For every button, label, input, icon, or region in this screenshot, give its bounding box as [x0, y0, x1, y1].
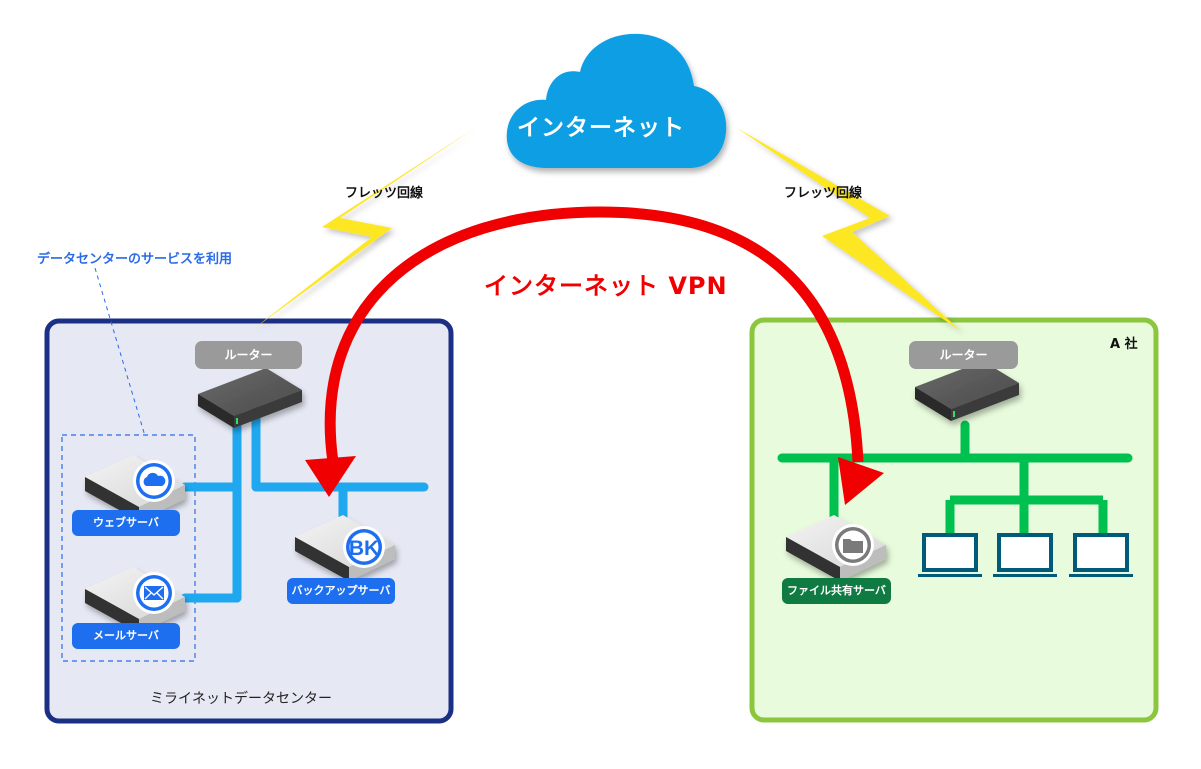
backup-server-badge: BK — [343, 526, 385, 568]
client-laptop-1 — [918, 533, 982, 577]
file-server-label: ファイル共有サーバ — [782, 578, 891, 604]
folder-icon — [843, 539, 863, 553]
vpn-arrowhead-right — [838, 457, 884, 505]
web-server-badge — [133, 460, 175, 502]
client-laptop-2 — [993, 533, 1057, 577]
vpn-label: インターネット VPN — [484, 272, 728, 300]
right-bolt-icon — [737, 128, 962, 332]
company-router-icon — [915, 361, 1019, 421]
datacenter-router-icon — [198, 368, 302, 428]
backup-server-label: バックアップサーバ — [287, 578, 395, 604]
mail-server-label: メールサーバ — [72, 623, 180, 649]
left-line-label: フレッツ回線 — [345, 186, 424, 201]
backup-icon: BK — [349, 537, 379, 560]
mail-icon — [144, 586, 164, 600]
client-laptop-3 — [1069, 533, 1133, 577]
internet-label: インターネット — [517, 115, 685, 141]
datacenter-note: データセンターのサービスを利用 — [37, 252, 233, 267]
datacenter-service-group — [61, 434, 196, 662]
datacenter-name: ミライネットデータセンター — [150, 691, 332, 707]
datacenter-network — [180, 405, 429, 603]
company-name: A 社 — [1110, 337, 1138, 352]
vpn-arrowhead-left — [305, 456, 356, 497]
file-server-badge — [832, 524, 874, 566]
internet-cloud — [506, 33, 727, 169]
vpn-arc — [324, 206, 864, 463]
company-router-label: ルーター — [909, 341, 1018, 369]
mail-server-badge — [133, 572, 175, 614]
web-server-label: ウェブサーバ — [72, 510, 180, 536]
left-bolt-icon — [252, 128, 475, 330]
right-line-label: フレッツ回線 — [784, 186, 863, 201]
cloud-icon — [143, 472, 166, 486]
datacenter-router-label: ルーター — [195, 341, 302, 369]
note-leader-line — [94, 267, 146, 437]
